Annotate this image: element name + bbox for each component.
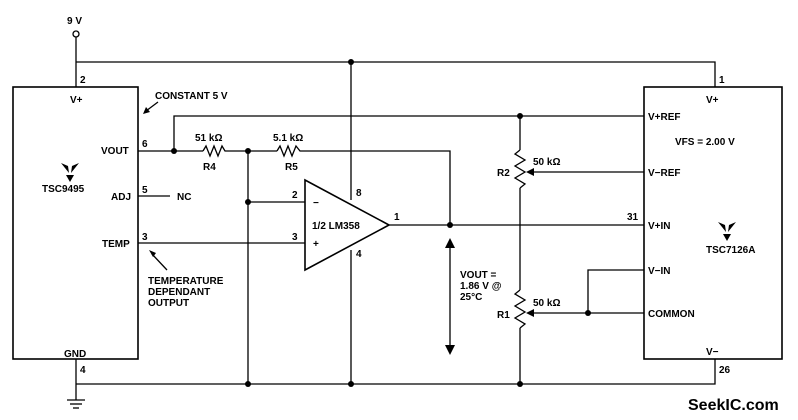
- right-ic-pin-1: 1: [719, 75, 725, 86]
- right-ic-common: COMMON: [648, 309, 695, 320]
- left-ic-pin-6: 6: [142, 139, 148, 150]
- vout-note-line-1: VOUT =: [460, 270, 497, 281]
- resistor-r4: 51 kΩ R4: [195, 133, 227, 173]
- constant-5v-annotation: CONSTANT 5 V: [143, 91, 228, 114]
- right-ic-pin-26: 26: [719, 365, 731, 376]
- right-ic-name: TSC7126A: [706, 245, 755, 256]
- right-ic-vin-minus: V−IN: [648, 266, 671, 277]
- ground-symbol: [67, 399, 85, 409]
- temp-output-line-3: OUTPUT: [148, 298, 189, 309]
- left-ic-gnd: GND: [64, 349, 86, 360]
- r1-name: R1: [497, 310, 510, 321]
- left-ic-adj-pin: ADJ: [111, 192, 131, 203]
- lm358-opamp: 1/2 LM358 − + 2 3 8 4 1: [292, 178, 400, 272]
- r2-name: R2: [497, 168, 510, 179]
- opamp-plus-sign: +: [313, 239, 319, 250]
- resistor-r5: 5.1 kΩ R5: [273, 133, 303, 173]
- r5-value: 5.1 kΩ: [273, 133, 303, 144]
- nc-label: NC: [177, 192, 191, 203]
- junction-dots: [171, 59, 591, 387]
- opamp-pin-4: 4: [356, 249, 362, 260]
- right-ic-vminus: V−: [706, 347, 719, 358]
- vout-note-line-2: 1.86 V @: [460, 281, 502, 292]
- right-ic-vin-plus: V+IN: [648, 221, 671, 232]
- supply-terminal: 9 V: [67, 16, 82, 38]
- potentiometer-r2: 50 kΩ R2: [497, 149, 560, 189]
- right-ic-vref-minus: V−REF: [648, 168, 681, 179]
- r1-value: 50 kΩ: [533, 298, 560, 309]
- left-ic-vout-pin: VOUT: [101, 146, 129, 157]
- r4-name: R4: [203, 162, 216, 173]
- left-ic-pin-2: 2: [80, 75, 86, 86]
- left-ic-vplus: V+: [70, 95, 83, 106]
- opamp-pin-8: 8: [356, 188, 362, 199]
- opamp-minus-sign: −: [313, 198, 319, 209]
- right-ic-vref-plus: V+REF: [648, 112, 681, 123]
- vout-swing-annotation: VOUT = 1.86 V @ 25°C: [445, 238, 502, 355]
- temp-output-line-2: DEPENDANT: [148, 287, 210, 298]
- left-ic-pin-3: 3: [142, 232, 148, 243]
- tsc7126a-ic: V+ V− V+REF VFS = 2.00 V V−REF V+IN V−IN…: [627, 75, 783, 376]
- constant-5v-label: CONSTANT 5 V: [155, 91, 228, 102]
- left-ic-temp-pin: TEMP: [102, 239, 130, 250]
- left-ic-pin-5: 5: [142, 185, 148, 196]
- potentiometer-r1: 50 kΩ R1: [497, 289, 560, 329]
- r5-name: R5: [285, 162, 298, 173]
- temperature-output-annotation: TEMPERATURE DEPENDANT OUTPUT: [148, 250, 224, 309]
- right-ic-pin-31: 31: [627, 212, 639, 223]
- teledyne-logo-icon: [718, 222, 736, 241]
- r4-value: 51 kΩ: [195, 133, 222, 144]
- left-ic-pin-4: 4: [80, 365, 86, 376]
- right-ic-vfs: VFS = 2.00 V: [675, 137, 735, 148]
- opamp-pin-2: 2: [292, 190, 298, 201]
- vout-note-line-3: 25°C: [460, 292, 482, 303]
- opamp-name: 1/2 LM358: [312, 221, 360, 232]
- tsc9495-ic: V+ GND VOUT ADJ TEMP TSC9495 2 6 5 3 4 N…: [12, 75, 191, 376]
- r2-value: 50 kΩ: [533, 157, 560, 168]
- opamp-pin-3: 3: [292, 232, 298, 243]
- left-ic-name: TSC9495: [42, 184, 85, 195]
- opamp-pin-1: 1: [394, 212, 400, 223]
- watermark: SeekIC.com: [688, 397, 779, 414]
- temp-output-line-1: TEMPERATURE: [148, 276, 224, 287]
- teledyne-logo-icon: [61, 163, 79, 182]
- supply-label: 9 V: [67, 16, 82, 27]
- right-ic-vplus: V+: [706, 95, 719, 106]
